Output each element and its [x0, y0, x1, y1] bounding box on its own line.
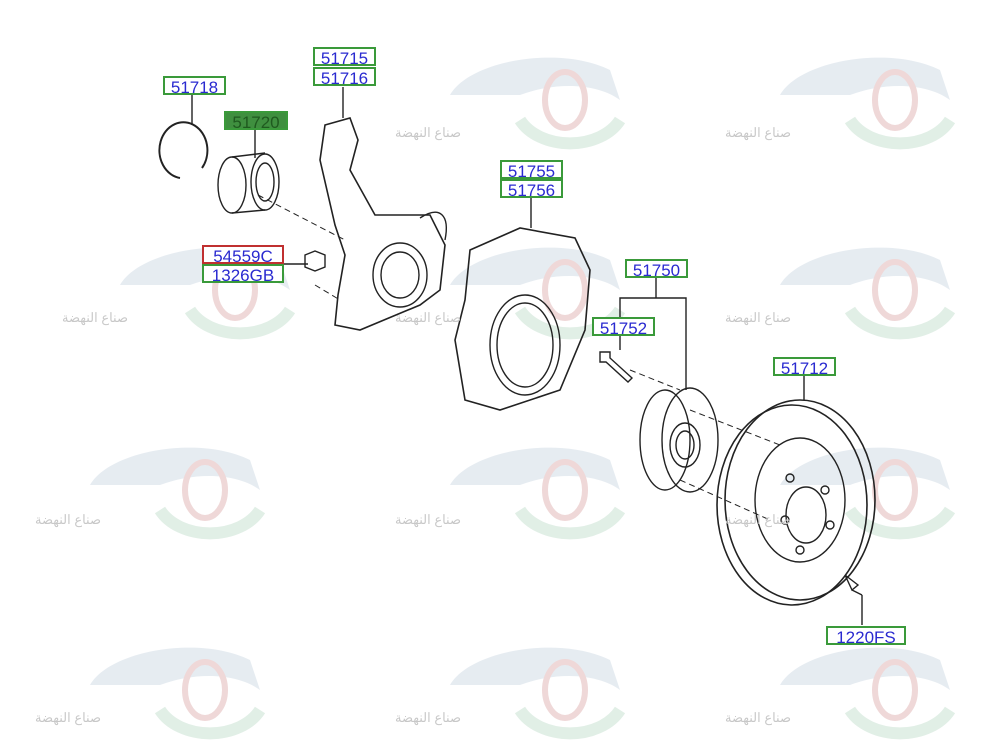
watermark-text: صناع النهضة — [35, 512, 102, 527]
part-label-51752[interactable]: 51752 — [592, 317, 655, 338]
part-label-51712[interactable]: 51712 — [773, 357, 836, 378]
watermark-text: صناع النهضة — [725, 125, 792, 140]
part-label-51755[interactable]: 51755 — [500, 160, 563, 181]
watermark-text: صناع النهضة — [725, 512, 792, 527]
part-label-1326GB[interactable]: 1326GB — [202, 264, 284, 285]
part-label-51720[interactable]: 51720 — [224, 111, 288, 132]
watermark-text: صناع النهضة — [395, 710, 462, 725]
watermark-text: صناع النهضة — [395, 310, 462, 325]
parts-lines — [158, 87, 876, 625]
watermark-text: صناع النهضة — [725, 710, 792, 725]
part-label-51750[interactable]: 51750 — [625, 259, 688, 280]
watermark-logos — [90, 58, 950, 734]
watermark-text: صناع النهضة — [62, 310, 129, 325]
part-label-54559C[interactable]: 54559C — [202, 245, 284, 266]
part-label-1220FS[interactable]: 1220FS — [826, 626, 906, 647]
watermark-text: صناع النهضة — [725, 310, 792, 325]
part-label-51715[interactable]: 51715 — [313, 47, 376, 68]
watermark-text: صناع النهضة — [395, 512, 462, 527]
part-label-51718[interactable]: 51718 — [163, 76, 226, 97]
part-label-51716[interactable]: 51716 — [313, 67, 376, 88]
watermark-text: صناع النهضة — [395, 125, 462, 140]
part-label-51756[interactable]: 51756 — [500, 179, 563, 200]
watermark-text: صناع النهضة — [35, 710, 102, 725]
